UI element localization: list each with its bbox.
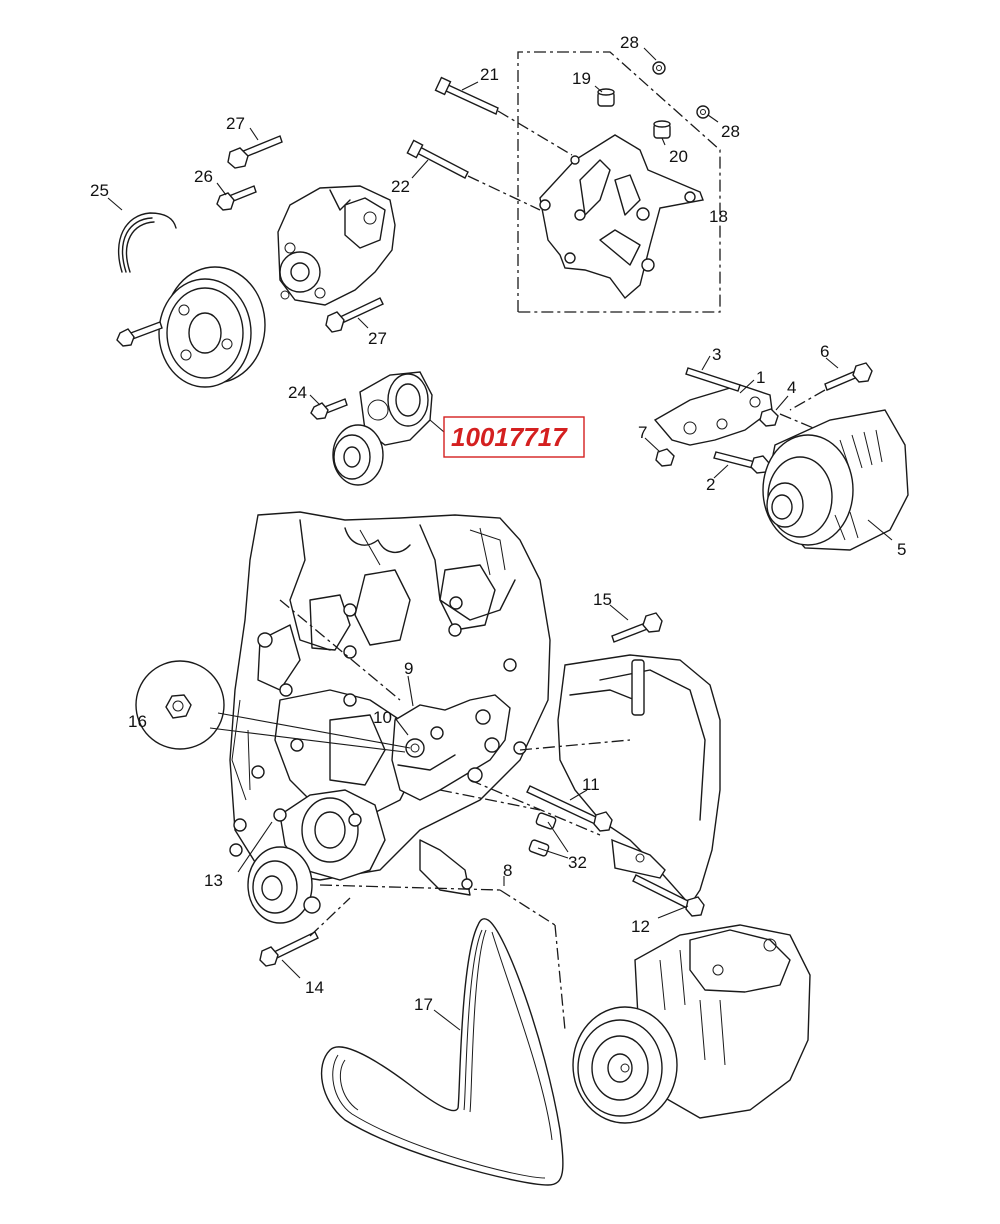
label-1: 1 [756,368,765,387]
label-7: 7 [638,423,647,442]
label-28-top: 28 [620,33,639,52]
label-2: 2 [706,475,715,494]
label-15: 15 [593,590,612,609]
tensioner-assembly [310,371,445,486]
label-17: 17 [414,995,433,1014]
label-6: 6 [820,342,829,361]
label-10: 10 [373,708,392,727]
alternator-assembly [653,362,909,551]
assembly-lines [279,599,631,1031]
label-19: 19 [572,69,591,88]
engine-bracket-9 [391,694,511,801]
label-26: 26 [194,167,213,186]
heat-shield [526,612,721,917]
part-number-callout[interactable]: 10017717 [443,416,585,458]
label-16: 16 [128,712,147,731]
detail-circle-16 [135,660,411,753]
label-13: 13 [204,871,223,890]
label-18: 18 [709,207,728,226]
label-3: 3 [712,345,721,364]
label-27-bottom: 27 [368,329,387,348]
label-22: 22 [391,177,410,196]
label-9: 9 [404,659,413,678]
label-4: 4 [787,378,796,397]
ac-compressor [572,924,811,1124]
label-11: 11 [582,775,600,794]
serpentine-belt-17 [320,918,564,1186]
bracket-group-18 [406,51,721,313]
label-12: 12 [631,917,650,936]
label-21: 21 [480,65,499,84]
label-5: 5 [897,540,906,559]
label-27-top: 27 [226,114,245,133]
part-labels: 1 2 3 4 5 6 7 8 9 10 11 12 13 14 15 16 1… [90,33,906,1014]
label-8: 8 [503,861,512,880]
label-32: 32 [568,853,587,872]
idler-tensioner-lower [247,789,386,967]
callout-part-number[interactable]: 10017717 [451,422,568,452]
label-28-right: 28 [721,122,740,141]
callout-box[interactable] [443,416,585,458]
label-20: 20 [669,147,688,166]
label-14: 14 [305,978,324,997]
label-25: 25 [90,181,109,200]
engine-block [229,511,551,896]
leader-lines [107,47,893,1031]
label-24: 24 [288,383,307,402]
power-steering-pump [116,135,396,388]
